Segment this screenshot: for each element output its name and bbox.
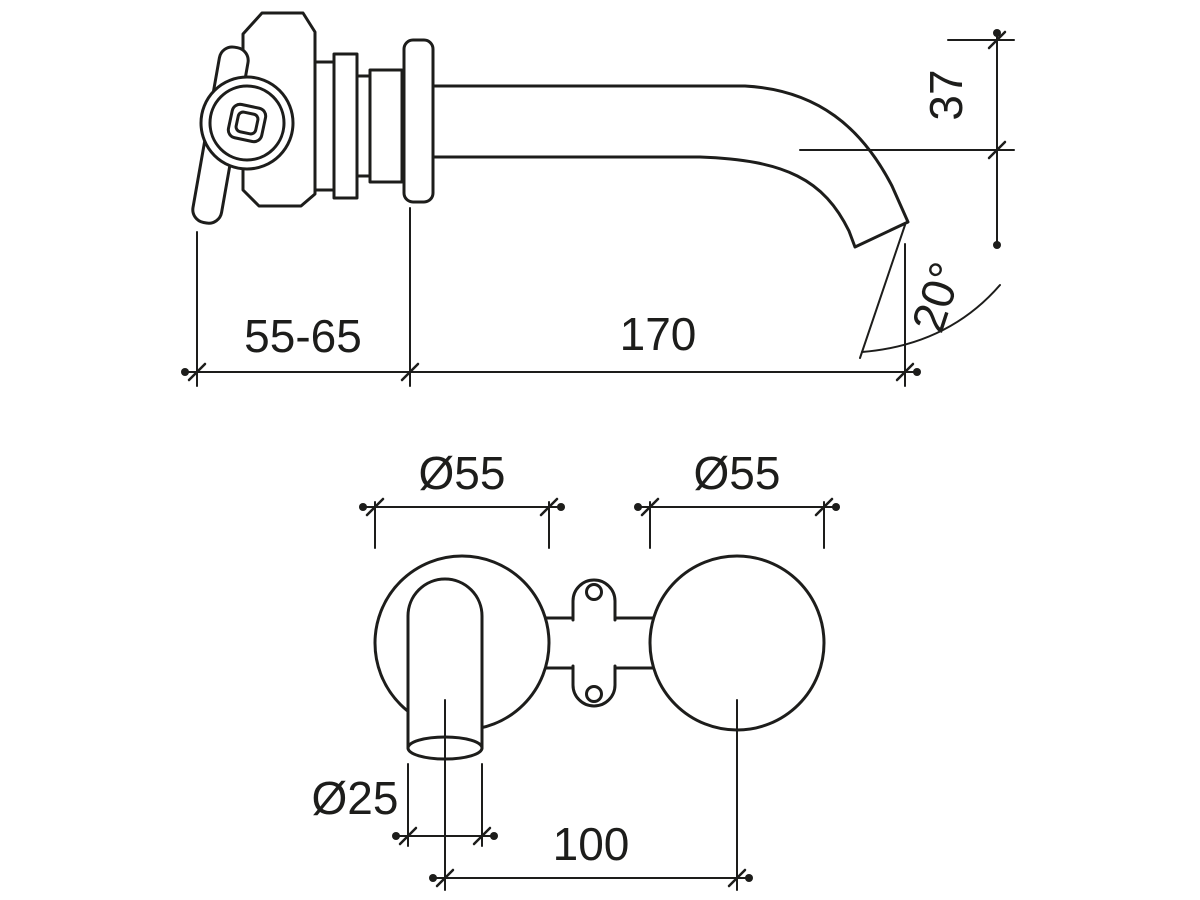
dim-wall-depth-and-length: 55-65 170 bbox=[181, 207, 921, 387]
wall-flange bbox=[402, 38, 435, 204]
dim-spout-drop: 37 bbox=[799, 29, 1015, 249]
mounting-hole-bottom bbox=[585, 685, 603, 703]
dim-label-spout-length: 170 bbox=[620, 308, 697, 360]
escutcheon bbox=[199, 75, 295, 171]
side-view: 37 20° 55-65 170 bbox=[181, 11, 1015, 387]
dim-centres: 100 bbox=[429, 699, 753, 891]
dim-label-centres: 100 bbox=[553, 818, 630, 870]
dim-label-spout-angle: 20° bbox=[901, 256, 972, 338]
dim-outlet-diameter: Ø25 bbox=[312, 763, 498, 847]
dim-label-outlet-diameter: Ø25 bbox=[312, 772, 399, 824]
dim-label-spout-drop: 37 bbox=[920, 69, 972, 120]
dim-label-left-flange-diameter: Ø55 bbox=[419, 447, 506, 499]
dim-label-wall-depth: 55-65 bbox=[244, 310, 362, 362]
hub-nut bbox=[226, 102, 268, 144]
dim-spout-angle: 20° bbox=[859, 224, 1001, 359]
dim-label-right-flange-diameter: Ø55 bbox=[694, 447, 781, 499]
front-view: Ø55 Ø55 Ø25 bbox=[312, 447, 840, 891]
mounting-hole-top bbox=[585, 583, 603, 601]
dim-left-flange-diameter: Ø55 bbox=[359, 447, 565, 549]
dim-right-flange-diameter: Ø55 bbox=[634, 447, 840, 549]
cartridge-stack bbox=[313, 52, 404, 200]
spout bbox=[431, 84, 910, 249]
